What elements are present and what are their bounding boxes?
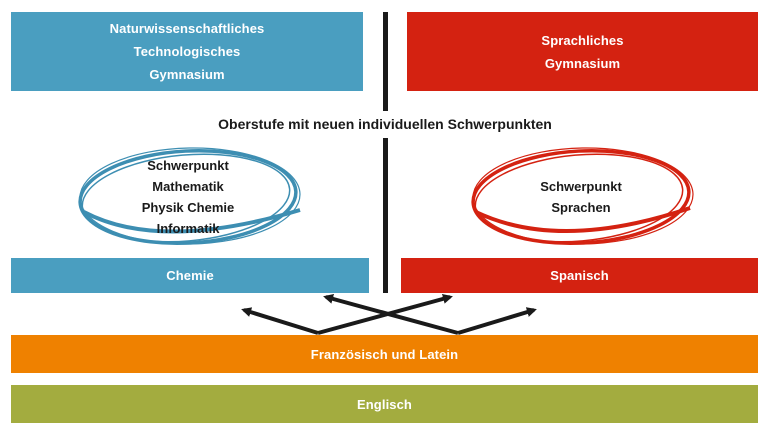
- school-label-line: Technologisches: [133, 44, 241, 59]
- base-language-bar: Englisch: [11, 385, 758, 423]
- school-label-line: Sprachliches: [541, 32, 624, 48]
- subject-label: Spanisch: [550, 268, 609, 283]
- upper-level-heading: Oberstufe mit neuen individuellen Schwer…: [218, 116, 552, 132]
- shared-languages-label: Französisch und Latein: [310, 346, 459, 362]
- focus-line: Physik Chemie: [141, 200, 235, 215]
- focus-line: Sprachen: [551, 200, 611, 215]
- focus-oval-right: [471, 147, 694, 246]
- focus-line: Schwerpunkt: [147, 158, 229, 173]
- crossing-arrows: [241, 294, 537, 335]
- focus-oval-left: [78, 147, 301, 246]
- base-language-label: Englisch: [357, 396, 412, 412]
- focus-text-right: Schwerpunkt Sprachen: [481, 152, 681, 242]
- focus-text-left: Schwerpunkt Mathematik Physik Chemie Inf…: [88, 152, 288, 242]
- arrow-to-chemie-inner: [323, 294, 459, 335]
- school-label-line: Naturwissenschaftliches: [109, 21, 265, 36]
- arrow-to-spanisch-inner: [317, 294, 453, 335]
- arrow-to-spanisch-outer: [457, 307, 537, 335]
- school-box-natural-sciences: Naturwissenschaftliches Technologisches …: [11, 12, 363, 91]
- focus-line: Schwerpunkt: [540, 179, 622, 194]
- subject-box-chemie: Chemie: [11, 258, 369, 293]
- focus-line: Informatik: [156, 221, 220, 236]
- school-label-line: Gymnasium: [149, 67, 225, 82]
- divider-top: [383, 12, 388, 111]
- school-label-line: Gymnasium: [544, 55, 621, 71]
- subject-label: Chemie: [166, 268, 214, 283]
- subject-box-spanisch: Spanisch: [401, 258, 758, 293]
- focus-line: Mathematik: [152, 179, 224, 194]
- school-box-languages: Sprachliches Gymnasium: [407, 12, 758, 91]
- arrow-to-chemie-outer: [241, 307, 319, 335]
- shared-languages-bar: Französisch und Latein: [11, 335, 758, 373]
- divider-bottom: [383, 138, 388, 293]
